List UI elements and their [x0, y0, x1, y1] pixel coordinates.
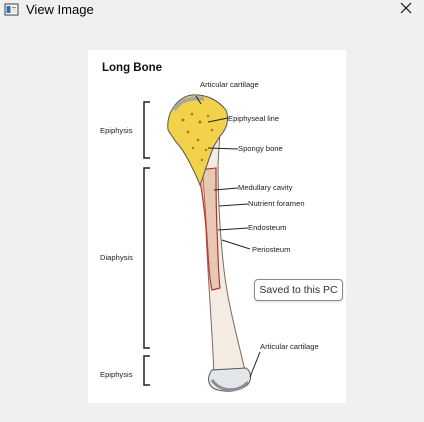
label-periosteum: Periosteum [252, 245, 291, 254]
close-button[interactable] [394, 0, 418, 20]
image-viewport: Long Bone Articular cartilage Epiphyseal… [0, 20, 424, 422]
title-bar: View Image [0, 0, 424, 20]
label-medullary-cavity: Medullary cavity [238, 183, 293, 192]
label-epiphysis-top: Epiphysis [100, 126, 133, 135]
image-viewer-icon [4, 2, 19, 17]
label-spongy-bone: Spongy bone [238, 144, 283, 153]
label-epiphysis-bottom: Epiphysis [100, 370, 133, 379]
saved-toast: Saved to this PC [254, 279, 343, 301]
label-epiphyseal-line: Epiphyseal line [228, 114, 280, 123]
close-icon [400, 1, 412, 19]
window-title: View Image [26, 2, 94, 17]
displayed-image: Long Bone Articular cartilage Epiphyseal… [88, 50, 346, 403]
label-endosteum: Endosteum [248, 223, 287, 232]
label-articular-cartilage-top: Articular cartilage [200, 80, 259, 89]
diagram-title: Long Bone [102, 62, 163, 74]
long-bone-diagram [143, 94, 261, 392]
label-nutrient-foramen: Nutrient foramen [248, 199, 305, 208]
label-diaphysis: Diaphysis [100, 253, 133, 262]
label-articular-cartilage-bottom: Articular cartilage [260, 342, 319, 351]
